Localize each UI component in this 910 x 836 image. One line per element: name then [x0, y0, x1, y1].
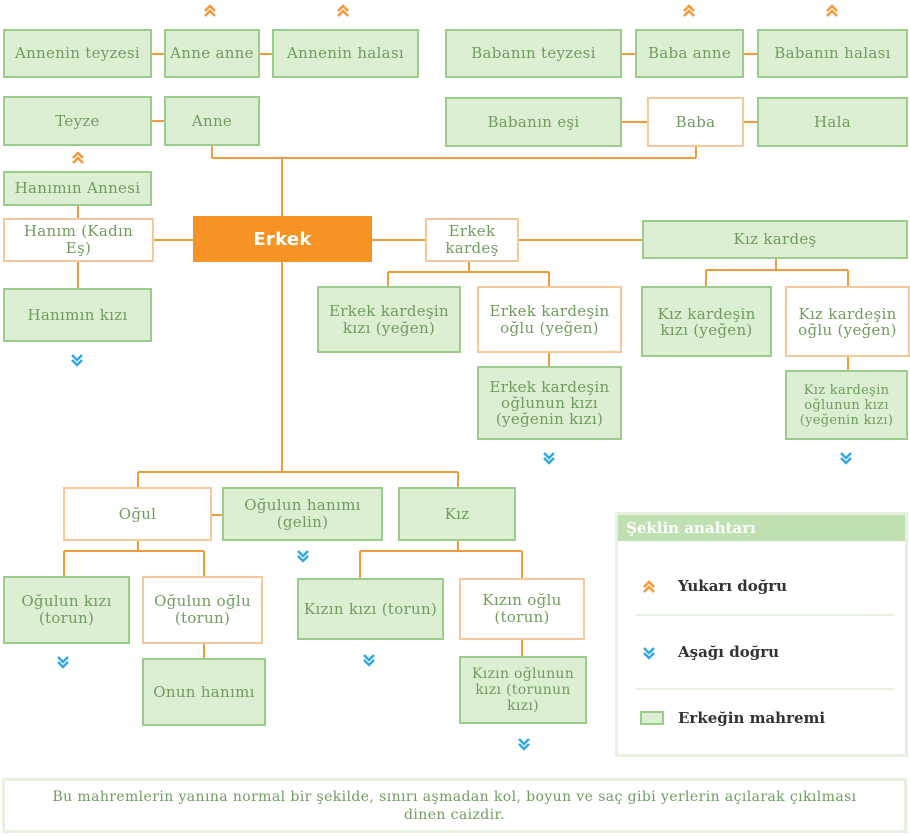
- node-erkek-kardesin-oglu: Erkek kardeşin oğlu (yeğen): [477, 286, 622, 353]
- down-arrow-icon: [518, 738, 530, 751]
- node-kizin-kizi: Kızın kızı (torun): [297, 578, 444, 640]
- node-hanimin-kizi: Hanımın kızı: [3, 288, 152, 342]
- node-ego-erkek: Erkek: [193, 216, 372, 262]
- node-anne-anne: Anne anne: [164, 29, 260, 78]
- down-arrow-icon: [643, 647, 655, 660]
- legend-title: Şeklin anahtarı: [618, 515, 905, 541]
- node-teyze: Teyze: [3, 96, 152, 146]
- node-erkek-kardes: Erkek kardeş: [425, 218, 519, 262]
- up-arrow-icon: [643, 580, 655, 593]
- node-kiz-kardesin-oglu: Kız kardeşin oğlu (yeğen): [785, 286, 910, 357]
- legend-divider: [636, 614, 894, 616]
- down-arrow-icon: [543, 452, 555, 465]
- node-erkek-kardesin-kizi: Erkek kardeşin kızı (yeğen): [317, 286, 461, 353]
- node-kizin-oglu: Kızın oğlu (torun): [459, 578, 585, 640]
- down-arrow-icon: [363, 654, 375, 667]
- node-onun-hanimi: Onun hanımı: [142, 658, 266, 726]
- node-kiz-kardesin-oglunun-kizi: Kız kardeşin oğlunun kızı (yeğenin kızı): [785, 370, 908, 440]
- node-hanim: Hanım (Kadın Eş): [3, 218, 154, 262]
- legend-down-label: Aşağı doğru: [678, 643, 780, 661]
- footnote: Bu mahremlerin yanına normal bir şekilde…: [2, 778, 907, 833]
- node-ogulun-hanimi: Oğulun hanımı (gelin): [222, 487, 383, 541]
- down-arrow-icon: [57, 656, 69, 669]
- node-erkek-kardesin-oglunun-kizi: Erkek kardeşin oğlunun kızı (yeğenin kız…: [477, 366, 622, 440]
- node-babanin-halasi: Babanın halası: [757, 29, 908, 78]
- node-annenin-teyzesi: Annenin teyzesi: [3, 29, 152, 78]
- node-kiz: Kız: [398, 487, 516, 541]
- mahrem-swatch: [640, 711, 664, 725]
- up-arrow-icon: [72, 151, 84, 164]
- up-arrow-icon: [204, 4, 216, 17]
- node-ogulun-kizi: Oğulun kızı (torun): [3, 576, 130, 644]
- node-babanin-teyzesi: Babanın teyzesi: [445, 29, 622, 78]
- legend-up-label: Yukarı doğru: [678, 577, 788, 595]
- node-baba: Baba: [647, 97, 744, 147]
- down-arrow-icon: [71, 354, 83, 367]
- node-kizin-oglunun-kizi: Kızın oğlunun kızı (torunun kızı): [459, 656, 587, 724]
- legend: Şeklin anahtarı Yukarı doğru Aşağı doğru…: [615, 512, 908, 757]
- node-hanimin-annesi: Hanımın Annesi: [3, 171, 152, 206]
- node-annenin-halasi: Annenin halası: [272, 29, 419, 78]
- up-arrow-icon: [826, 4, 838, 17]
- node-hala: Hala: [757, 97, 908, 147]
- up-arrow-icon: [683, 4, 695, 17]
- legend-mahrem-label: Erkeğin mahremi: [678, 709, 826, 727]
- node-ogul: Oğul: [63, 487, 212, 541]
- node-anne: Anne: [164, 96, 260, 146]
- node-kiz-kardesin-kizi: Kız kardeşin kızı (yeğen): [641, 286, 772, 357]
- down-arrow-icon: [297, 550, 309, 563]
- node-ogulun-oglu: Oğulun oğlu (torun): [142, 576, 263, 644]
- node-babanin-esi: Babanın eşi: [445, 97, 622, 147]
- node-baba-anne: Baba anne: [635, 29, 744, 78]
- down-arrow-icon: [840, 452, 852, 465]
- node-kiz-kardes: Kız kardeş: [642, 220, 908, 259]
- legend-divider: [636, 688, 894, 690]
- up-arrow-icon: [337, 4, 349, 17]
